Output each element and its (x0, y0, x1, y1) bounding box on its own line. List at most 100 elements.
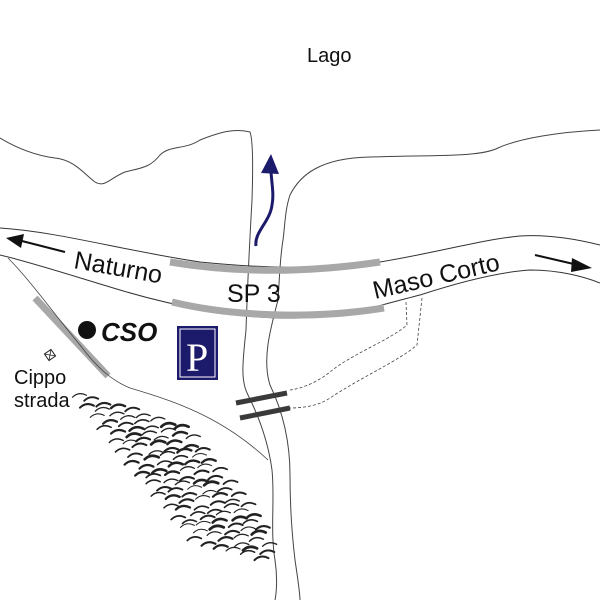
hatch-stroke (120, 415, 136, 420)
hatch-stroke (211, 517, 228, 524)
path-outline (7, 257, 269, 461)
hatch-stroke (178, 476, 195, 482)
slope-hatching (71, 393, 278, 562)
hatch-stroke (185, 434, 201, 440)
hatch-stroke (135, 413, 151, 419)
arrow-right-shaft (534, 254, 579, 266)
river-bank-right (266, 299, 301, 600)
hatch-stroke (242, 519, 259, 525)
hatch-stroke (89, 413, 105, 418)
hatch-stroke (231, 515, 248, 522)
arrow-left-icon (6, 234, 24, 248)
hatch-stroke (174, 504, 192, 511)
parking-sign-icon[interactable]: P (177, 326, 218, 380)
bridge-rail-bottom (171, 298, 385, 319)
hatch-stroke (207, 474, 224, 481)
dam-bar-1 (235, 390, 288, 406)
hatch-stroke (211, 492, 229, 498)
landmark-label-line1: Cippo (14, 367, 66, 389)
hatch-stroke (233, 533, 249, 539)
hatch-stroke (181, 519, 198, 525)
hatch-stroke (163, 470, 181, 477)
hatch-stroke (166, 439, 183, 446)
hatch-stroke (187, 485, 203, 490)
hatch-stroke (134, 470, 151, 477)
trail-dashed-2 (289, 297, 423, 409)
hatch-stroke (193, 505, 210, 511)
hatch-stroke (183, 459, 201, 466)
direction-left-label: Naturno (72, 246, 164, 289)
hatch-stroke (224, 498, 240, 504)
access-path (32, 295, 111, 379)
hatch-stroke (193, 469, 210, 476)
curved-arrow-up-head (261, 154, 279, 174)
hatch-stroke (223, 502, 240, 509)
road-name-label: SP 3 (227, 280, 281, 308)
hatch-stroke (145, 472, 162, 479)
hatch-stroke (261, 541, 278, 547)
hatch-stroke (117, 421, 134, 428)
hatch-stroke (149, 439, 167, 446)
hatch-stroke (143, 454, 161, 461)
hatch-stroke (163, 446, 180, 453)
hatch-stroke (167, 487, 184, 493)
hatch-stroke (209, 500, 226, 506)
hatch-stroke (134, 436, 152, 443)
hatch-stroke (128, 425, 145, 433)
hatch-stroke (222, 479, 239, 486)
hatch-stroke (245, 513, 262, 520)
hatch-stroke (216, 487, 233, 493)
hatch-stroke (143, 425, 160, 431)
hatch-stroke (195, 494, 211, 500)
hatch-stroke (171, 430, 189, 437)
hatch-stroke (173, 423, 190, 431)
hatch-stroke (202, 480, 220, 487)
hatch-stroke (195, 520, 211, 526)
hatch-stroke (170, 514, 187, 521)
hatch-stroke (225, 546, 241, 552)
hatch-stroke (208, 524, 226, 531)
bridge-rail-top (169, 258, 381, 274)
hatch-stroke (234, 542, 250, 548)
hatch-stroke (253, 555, 270, 562)
hatch-stroke (122, 439, 138, 445)
hatch-stroke (224, 529, 241, 536)
hatch-stroke (101, 419, 119, 425)
lake-shore-left (0, 129, 254, 331)
hatch-stroke (160, 427, 177, 433)
hatch-stroke (167, 461, 185, 468)
hatch-stroke (96, 424, 112, 431)
hatch-stroke (153, 435, 169, 441)
hatch-stroke (109, 411, 125, 417)
hatch-stroke (114, 447, 131, 453)
hatch-stroke (190, 511, 206, 517)
hatch-stroke (192, 478, 210, 485)
hatch-stroke (156, 485, 173, 492)
poi-label[interactable]: CSO (101, 317, 157, 347)
hatch-stroke (202, 489, 218, 495)
hatch-stroke (178, 498, 195, 504)
hatch-stroke (148, 450, 164, 456)
hatch-stroke (179, 523, 195, 528)
hatch-stroke (164, 494, 181, 501)
hatch-stroke (150, 467, 168, 475)
hatch-stroke (239, 549, 256, 555)
hatch-stroke (134, 419, 150, 425)
hatch-stroke (156, 460, 173, 466)
hatch-stroke (240, 501, 257, 508)
hatch-stroke (233, 508, 249, 514)
hatch-stroke (127, 452, 143, 458)
hatch-stroke (200, 458, 217, 464)
hatch-stroke (172, 454, 189, 461)
hatch-stroke (241, 545, 259, 552)
river-bank-left (242, 329, 278, 600)
hatch-stroke (199, 514, 216, 521)
hatch-stroke (206, 531, 222, 536)
hatch-stroke (138, 463, 155, 470)
hatch-stroke (248, 536, 265, 542)
hatch-stroke (163, 478, 179, 484)
direction-right-label: Maso Corto (370, 248, 502, 304)
hatch-stroke (108, 438, 125, 444)
hatch-stroke (176, 447, 193, 454)
